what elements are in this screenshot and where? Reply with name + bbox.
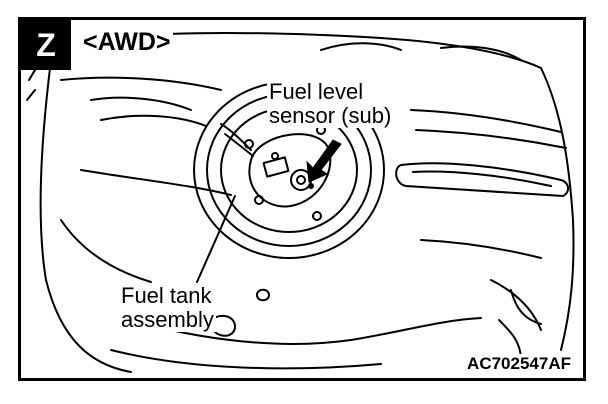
- bolt-5: [271, 152, 279, 160]
- tank-bottom-flange: [130, 317, 482, 345]
- sensor-label-line-1: Fuel level: [269, 79, 364, 104]
- tank-outline-left: [39, 59, 132, 373]
- sender-harness: [220, 123, 252, 151]
- tank-lower-edge: [80, 169, 232, 196]
- sensor-label-line-2: sensor (sub): [269, 103, 392, 128]
- fuel-tank-illustration: [26, 32, 575, 373]
- sensor-highlight: [308, 183, 314, 189]
- tank-right-rib-2: [415, 129, 567, 149]
- tank-right-rib-3: [420, 239, 542, 259]
- tank-right-rib-1: [410, 109, 562, 133]
- tank-rib-left-2: [100, 114, 207, 127]
- tank-hole: [256, 288, 270, 302]
- tank-top-curl: [320, 42, 402, 51]
- tank-slot-inner: [412, 170, 552, 187]
- tank-bottom-edge: [110, 349, 382, 370]
- tank-label-line-1: Fuel tank: [121, 283, 212, 308]
- bolt-2: [312, 211, 322, 221]
- leader-tank-assembly: [196, 195, 236, 283]
- tank-right-corner: [510, 289, 542, 325]
- tank-label-line-2: assembly: [121, 307, 214, 332]
- sensor-core: [296, 175, 306, 185]
- tank-lower-curve: [60, 219, 152, 283]
- tank-rib-top: [60, 76, 222, 91]
- sender-connector: [262, 156, 290, 178]
- diagram-frame: Z <AWD> Fuel level sensor (sub) Fuel tan…: [18, 17, 586, 381]
- fuel-level-sensor-label: Fuel level sensor (sub): [267, 79, 394, 128]
- tank-corner-bump: [210, 314, 236, 337]
- figure-code: AC702547AF: [465, 354, 573, 374]
- sender-harness-2: [224, 133, 254, 157]
- tank-top-curl-2: [440, 45, 522, 61]
- section-letter-box: Z: [21, 20, 71, 70]
- tank-left-crease-2: [26, 89, 36, 101]
- tank-slot: [395, 162, 569, 197]
- tank-right-edge: [540, 67, 575, 351]
- variant-label: <AWD>: [81, 24, 173, 60]
- arrow-to-sensor: [306, 139, 342, 183]
- tank-rib-left-1: [90, 96, 192, 111]
- fuel-tank-assembly-label: Fuel tank assembly: [119, 284, 216, 332]
- bolt-1: [254, 195, 264, 205]
